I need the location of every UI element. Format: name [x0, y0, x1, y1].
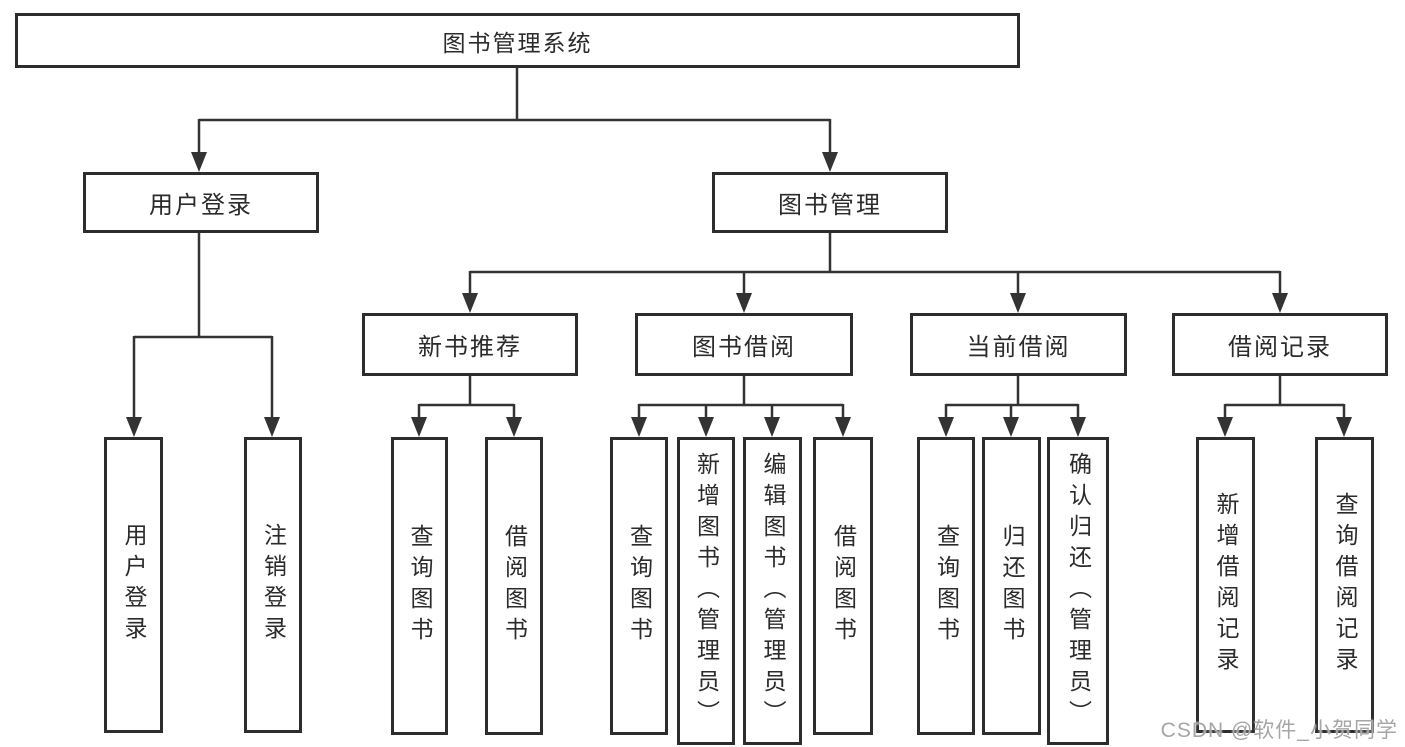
leaf-return-books-label: 归还图书 — [999, 524, 1025, 648]
leaf-add-books-admin-label: 新增图书（管理员） — [693, 451, 720, 731]
node-borrow-records: 借阅记录 — [1172, 313, 1388, 376]
leaf-user-login-label: 用户登录 — [121, 523, 147, 647]
node-library-system-label: 图书管理系统 — [442, 29, 593, 56]
node-new-book-recommend: 新书推荐 — [362, 313, 578, 376]
leaf-add-borrow-record: 新增借阅记录 — [1196, 437, 1255, 733]
leaf-query-borrow-record-label: 查询借阅记录 — [1332, 492, 1358, 678]
leaf-add-borrow-record-label: 新增借阅记录 — [1213, 492, 1239, 678]
leaf-return-books: 归还图书 — [982, 437, 1041, 735]
leaf-confirm-return-admin-label: 确认归还（管理员） — [1065, 451, 1092, 731]
leaf-query-books-2: 查询图书 — [610, 437, 668, 735]
node-new-book-recommend-label: 新书推荐 — [418, 334, 522, 361]
leaf-borrow-books-2-label: 借阅图书 — [830, 524, 857, 648]
leaf-add-books-admin: 新增图书（管理员） — [677, 437, 735, 745]
node-book-borrow-label: 图书借阅 — [692, 334, 796, 361]
leaf-borrow-books-1: 借阅图书 — [485, 437, 543, 735]
leaf-logout-label: 注销登录 — [260, 523, 287, 647]
leaf-edit-books-admin: 编辑图书（管理员） — [743, 437, 802, 745]
node-current-borrow: 当前借阅 — [910, 313, 1127, 376]
node-borrow-records-label: 借阅记录 — [1228, 334, 1332, 361]
node-library-system: 图书管理系统 — [15, 13, 1020, 68]
leaf-query-books-1-label: 查询图书 — [407, 524, 433, 648]
leaf-edit-books-admin-label: 编辑图书（管理员） — [760, 451, 786, 731]
leaf-logout: 注销登录 — [244, 437, 302, 733]
node-book-management-label: 图书管理 — [778, 192, 882, 219]
leaf-query-books-3-label: 查询图书 — [933, 524, 960, 648]
leaf-borrow-books-2: 借阅图书 — [813, 437, 873, 735]
leaf-query-books-2-label: 查询图书 — [626, 524, 653, 648]
leaf-confirm-return-admin: 确认归还（管理员） — [1047, 437, 1109, 745]
csdn-watermark: CSDN @软件_小贺同学 — [1160, 719, 1398, 742]
node-book-borrow: 图书借阅 — [635, 313, 853, 376]
node-user-login-label: 用户登录 — [149, 192, 253, 219]
leaf-query-books-1: 查询图书 — [391, 437, 448, 735]
leaf-user-login: 用户登录 — [104, 437, 163, 733]
node-user-login: 用户登录 — [83, 172, 319, 233]
leaf-query-books-3: 查询图书 — [917, 437, 975, 735]
connector-strokes — [132, 68, 1346, 419]
node-current-borrow-label: 当前借阅 — [966, 334, 1071, 361]
arrowheads — [126, 152, 1352, 437]
leaf-query-borrow-record: 查询借阅记录 — [1315, 437, 1374, 733]
node-book-management: 图书管理 — [712, 172, 948, 233]
leaf-borrow-books-1-label: 借阅图书 — [501, 524, 528, 648]
